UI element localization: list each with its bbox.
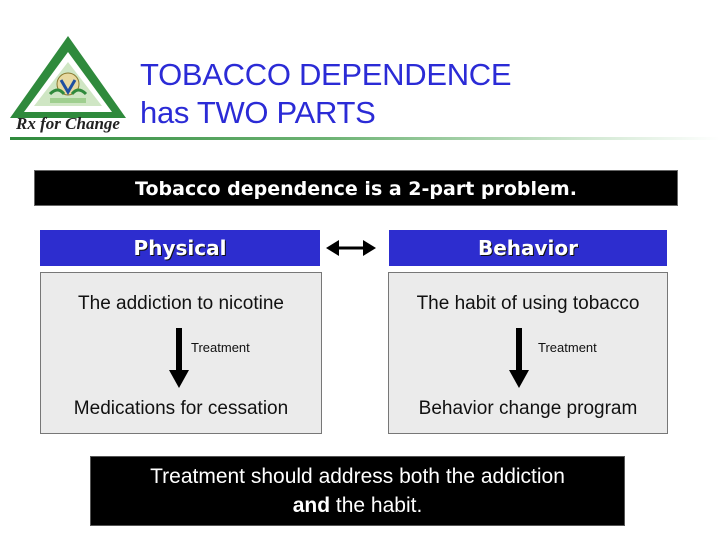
slide-title: TOBACCO DEPENDENCE has TWO PARTS (140, 56, 512, 132)
behavior-header: Behavior (389, 230, 667, 266)
physical-treatment-text: Medications for cessation (73, 398, 289, 419)
physical-header: Physical (40, 230, 320, 266)
down-arrow-icon (509, 328, 529, 388)
physical-panel: The addiction to nicotine Treatment Medi… (40, 272, 322, 434)
behavior-treatment-label: Treatment (538, 340, 597, 355)
conclusion-emphasis: and (292, 494, 331, 517)
physical-treatment-label: Treatment (191, 340, 250, 355)
behavior-problem-text: The habit of using tobacco (416, 293, 640, 314)
double-arrow-icon (326, 240, 376, 256)
problem-banner: Tobacco dependence is a 2-part problem. (34, 170, 678, 206)
down-arrow-icon (169, 328, 189, 388)
rx-for-change-logo-icon (10, 36, 126, 118)
physical-problem-text: The addiction to nicotine (78, 293, 284, 314)
conclusion-rest: the habit. (335, 494, 423, 517)
title-line-2: has TWO PARTS (140, 95, 376, 130)
conclusion-box: Treatment should address both the addict… (90, 456, 625, 526)
title-divider (10, 137, 720, 140)
logo-caption: Rx for Change (16, 114, 120, 133)
title-line-1: TOBACCO DEPENDENCE (140, 57, 512, 92)
conclusion-line-1: Treatment should address both the addict… (150, 465, 565, 488)
behavior-treatment-text: Behavior change program (418, 398, 638, 419)
behavior-panel: The habit of using tobacco Treatment Beh… (388, 272, 668, 434)
conclusion-line-2: and the habit. (91, 491, 624, 520)
